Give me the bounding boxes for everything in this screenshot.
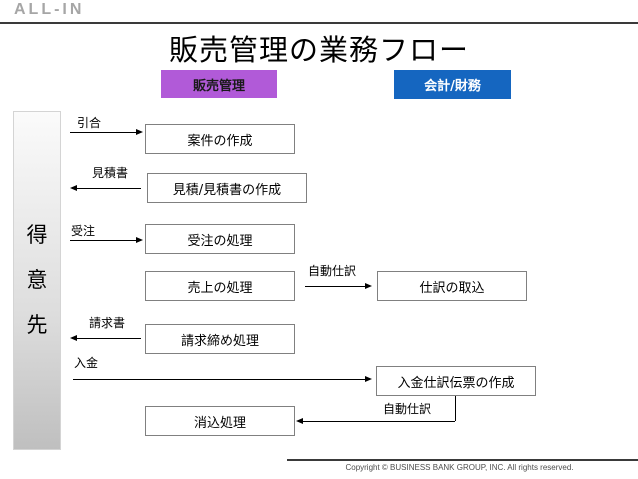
connector-auto-journal-payment-arrowhead: [296, 417, 303, 424]
flow-label-order: 受注: [71, 224, 96, 238]
brand-logo-all-in: ALL-IN: [14, 1, 85, 18]
connector-quotation-arrowhead: [70, 184, 77, 191]
connector-order-arrowhead: [136, 236, 143, 243]
footer-copyright: Copyright © BUSINESS BANK GROUP, INC. Al…: [345, 463, 574, 472]
lane-char-3: 先: [26, 313, 48, 337]
connector-invoice-arrowhead: [70, 334, 77, 341]
flow-label-invoice: 請求書: [89, 316, 126, 330]
process-box-sales-0: 案件の作成: [145, 124, 295, 154]
process-box-sales-1: 見積/見積書の作成: [147, 173, 307, 203]
lane-char-2: 意: [26, 268, 48, 292]
page-title: 販売管理の業務フロー: [168, 33, 469, 67]
lane-badge-finance: 会計/財務: [394, 70, 511, 99]
flow-label-inquiry: 引合: [77, 116, 102, 130]
process-box-sales-4: 請求締め処理: [145, 324, 295, 354]
flow-label-quotation: 見積書: [92, 166, 129, 180]
flow-label-auto-journal-payment: 自動仕訳: [383, 402, 432, 416]
footer-divider: [287, 459, 638, 461]
lane-badge-sales: 販売管理: [161, 70, 277, 98]
process-box-sales-2: 受注の処理: [145, 224, 295, 254]
connector-payment-arrowhead: [365, 375, 372, 382]
connector-order-line: [70, 240, 136, 241]
connector-quotation-line: [77, 188, 141, 189]
connector-auto-journal-sales-arrowhead: [365, 282, 372, 289]
connector-inquiry-line: [70, 132, 136, 133]
process-box-finance-0: 仕訳の取込: [377, 271, 527, 301]
connector-auto-journal-payment-hline: [303, 421, 455, 422]
process-box-sales-5: 消込処理: [145, 406, 295, 436]
connector-inquiry-arrowhead: [136, 128, 143, 135]
lane-char-1: 得: [26, 223, 48, 247]
connector-invoice-line: [77, 338, 141, 339]
connector-auto-journal-sales-line: [305, 286, 365, 287]
lane-bar-customer: 得 意 先: [13, 111, 61, 450]
connector-auto-journal-payment-vline: [455, 396, 456, 421]
flow-label-payment: 入金: [74, 356, 99, 370]
flow-label-auto-journal-sales: 自動仕訳: [308, 264, 357, 278]
connector-payment-line: [73, 379, 365, 380]
process-box-finance-1: 入金仕訳伝票の作成: [376, 366, 536, 396]
process-box-sales-3: 売上の処理: [145, 271, 295, 301]
header-divider: [0, 22, 638, 24]
